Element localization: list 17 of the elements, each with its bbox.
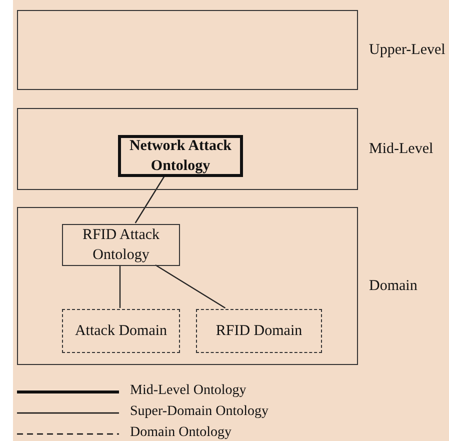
node-label: Attack Domain — [74, 322, 168, 341]
connector-line — [134, 176, 165, 224]
level-label: Mid-Level — [369, 140, 434, 159]
level-label: Domain — [369, 276, 418, 296]
connector-line — [155, 264, 226, 309]
legend-label: Mid-Level Ontology — [130, 383, 246, 399]
connector-line — [119, 265, 121, 308]
level-label: Upper-Level — [369, 40, 446, 60]
legend-label: Domain Ontology — [130, 425, 232, 441]
node-label: RFID Attack Ontology — [81, 226, 161, 265]
ontology-box — [118, 135, 243, 177]
domain-box — [62, 309, 180, 353]
legend-label: Super-Domain Ontology — [130, 404, 269, 420]
domain-box — [196, 309, 322, 353]
node-label: RFID Domain — [214, 322, 304, 341]
ontology-box — [62, 224, 180, 266]
node-label: Network Attack Ontology — [128, 137, 233, 176]
